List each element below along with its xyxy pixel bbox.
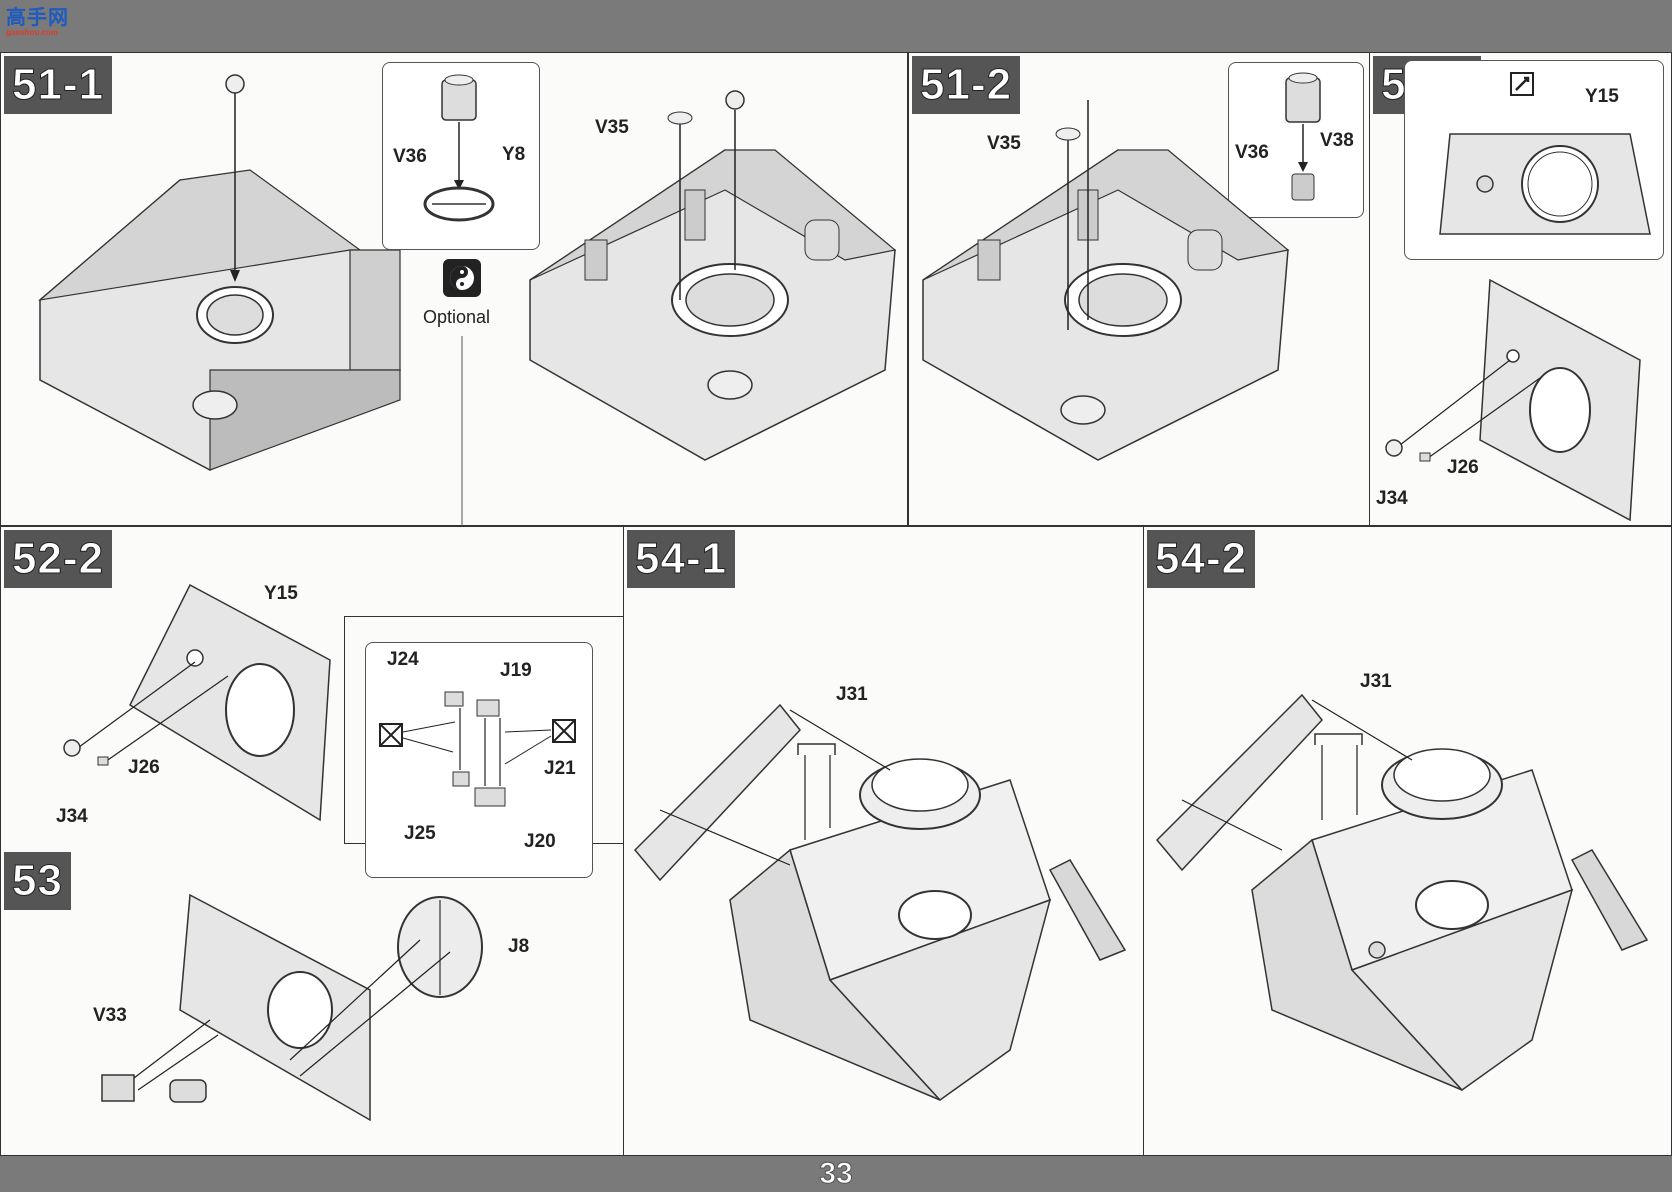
hull-interior-with-valves-illustration	[922, 100, 1290, 461]
step-number-53: 53	[4, 852, 71, 910]
hull-interior-detailed-illustration	[529, 90, 897, 461]
label-v38: V38	[1320, 130, 1354, 151]
label-v35: V35	[987, 133, 1021, 154]
remove-part-icon	[1510, 72, 1534, 96]
label-j26: J26	[128, 757, 160, 778]
label-j34: J34	[1376, 488, 1408, 509]
optional-icon	[443, 259, 481, 297]
j-parts-assembly-illustration	[379, 691, 576, 807]
label-j34: J34	[56, 806, 88, 827]
site-logo: 高手网 gaoshou.com	[6, 6, 72, 40]
plate-j8-v33-illustration	[101, 893, 483, 1122]
valve-assembly-illustration	[423, 74, 495, 222]
label-j26: J26	[1447, 457, 1479, 478]
step-number-52-2: 52-2	[4, 530, 113, 588]
label-j19: J19	[500, 660, 532, 681]
label-j20: J20	[524, 831, 556, 852]
hatch-plate-y15-illustration	[63, 583, 331, 822]
top-bar	[0, 0, 1672, 52]
step-number-54-2: 54-2	[1147, 530, 1256, 588]
label-j21: J21	[544, 758, 576, 779]
bottom-bar	[0, 1156, 1672, 1192]
valve-v38-illustration	[1285, 72, 1321, 201]
step-number-51-2: 51-2	[912, 56, 1021, 114]
hull-interior-empty-illustration	[37, 74, 401, 471]
label-v36: V36	[393, 146, 427, 167]
hatch-plate-assembly-illustration	[1385, 278, 1641, 522]
label-j8: J8	[508, 936, 530, 957]
step-number-51-1: 51-1	[4, 56, 113, 114]
label-y15: Y15	[264, 583, 298, 604]
label-v36: V36	[1235, 142, 1269, 163]
logo-url: gaoshou.com	[6, 28, 59, 37]
turret-hatch-assembly-illustration	[633, 703, 1127, 1101]
label-j25: J25	[404, 823, 436, 844]
turret-hatch-completed-illustration	[1155, 693, 1649, 1091]
page-number: 33	[819, 1157, 853, 1191]
label-j24: J24	[387, 649, 419, 670]
hatch-plate-detail-illustration	[1439, 133, 1651, 235]
label-y15: Y15	[1585, 86, 1619, 107]
label-v35: V35	[595, 117, 629, 138]
label-j31: J31	[1360, 671, 1392, 692]
optional-leader-line	[461, 336, 463, 526]
label-y8: Y8	[502, 144, 526, 165]
label-j31: J31	[836, 684, 868, 705]
label-v33: V33	[93, 1005, 127, 1026]
step-number-54-1: 54-1	[627, 530, 736, 588]
optional-label: Optional	[423, 307, 491, 327]
inset-box-j-parts	[365, 642, 593, 878]
logo-text: 高手网	[6, 5, 69, 29]
